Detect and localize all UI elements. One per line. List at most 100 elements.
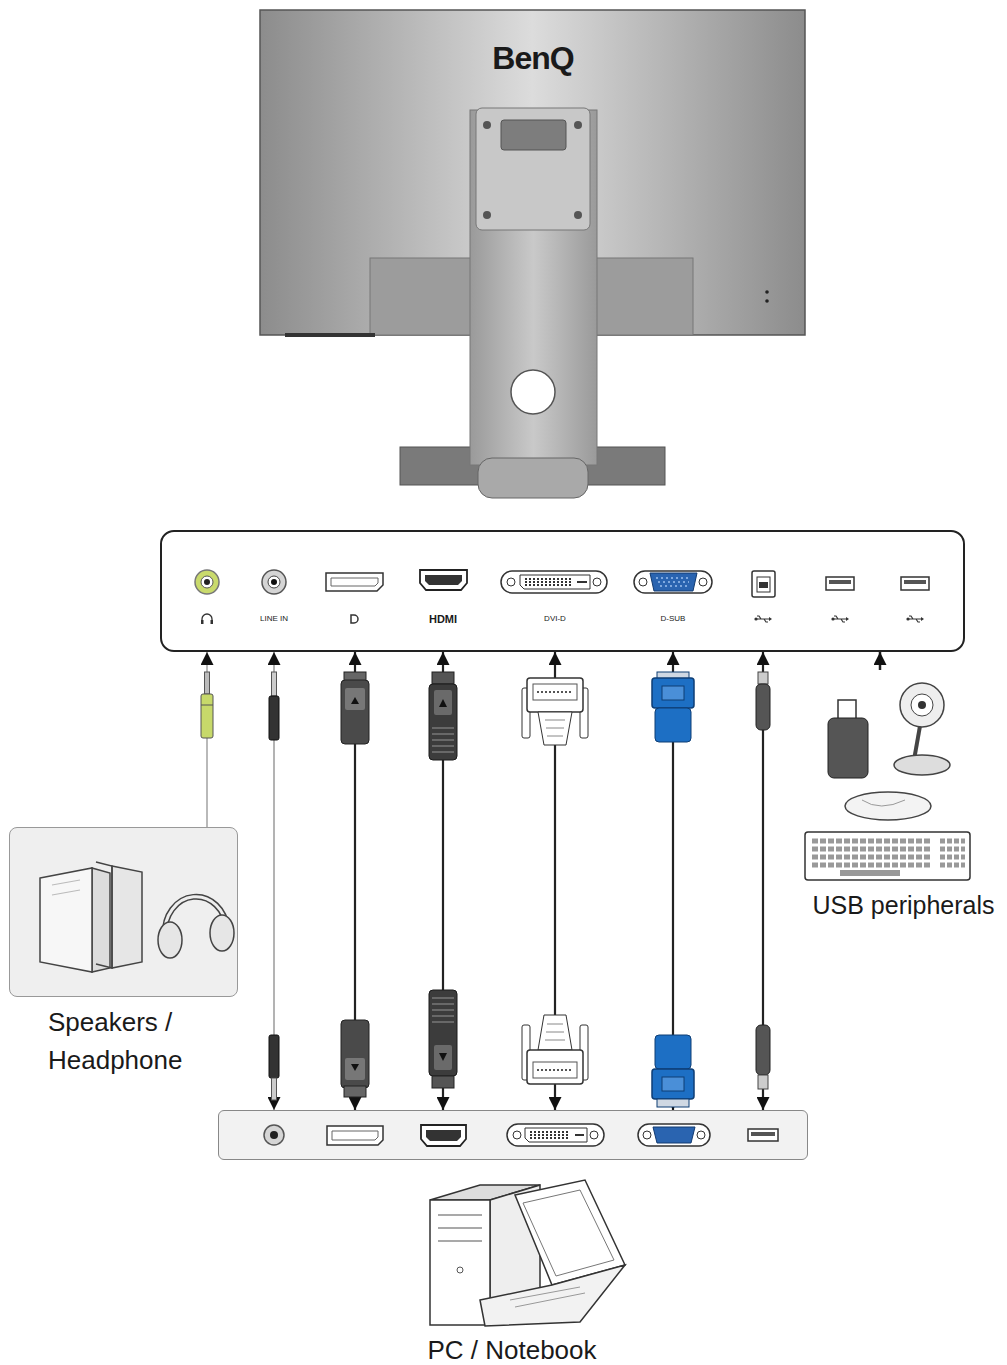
cable-connector (762, 652, 764, 1110)
pc-port (513, 1131, 521, 1139)
keyboard (812, 839, 932, 844)
pc-illustration (457, 1267, 463, 1273)
device-label: PC / Notebook (352, 1333, 672, 1365)
notebook-illustration (480, 1265, 625, 1326)
port-symbol (201, 614, 924, 624)
port-label: D-SUB (633, 612, 713, 626)
pc-port (264, 1124, 778, 1146)
keyboard (812, 847, 932, 852)
notebook-illustration (510, 1287, 585, 1307)
brand-logo: BenQ (433, 40, 633, 77)
dsub-port (660, 585, 687, 587)
device-group: USB peripherals (800, 670, 1007, 925)
hdmi-plug (432, 728, 454, 752)
dsub-plug (657, 1099, 689, 1107)
port-symbol (211, 620, 214, 624)
audio-plug (201, 705, 213, 706)
pc-port (530, 1137, 570, 1139)
port-label: HDMI (403, 612, 483, 626)
hdmi-plug (434, 690, 452, 715)
usb-stick (828, 718, 868, 778)
device-label: USB peripherals (800, 890, 1007, 920)
audio-plug (201, 694, 213, 738)
dvi-plug (522, 1025, 530, 1080)
line-in-jack (262, 570, 286, 594)
audio-plug (201, 672, 213, 738)
dsub-port (658, 581, 689, 583)
monitor-stand (483, 211, 491, 219)
monitor-stand (483, 121, 491, 129)
cable-connector (554, 652, 556, 1110)
dsub-plug (662, 686, 684, 700)
usb-a-port (904, 580, 926, 584)
dvi-plug (580, 1025, 588, 1080)
monitor-stand (470, 110, 597, 465)
mouse (862, 800, 905, 806)
dsub-plug (655, 708, 691, 742)
hdmi-port (420, 570, 467, 590)
dvi-plug (538, 1015, 572, 1050)
line-in-jack (262, 570, 286, 594)
cable-connector (206, 652, 208, 827)
usb-b-port (757, 577, 770, 592)
monitor-back (765, 299, 769, 303)
pc-port (525, 1128, 587, 1142)
speaker-illustration (112, 866, 142, 968)
pc-port (697, 1131, 705, 1139)
dsub-plug (652, 678, 694, 708)
displayport-plug (341, 672, 369, 1097)
dvi-plug (533, 684, 577, 700)
dvi-port (525, 581, 572, 583)
device-label: Speakers / Headphone (48, 1003, 218, 1079)
pc-port (426, 1130, 461, 1141)
port-symbol (906, 616, 924, 622)
dvi-port (507, 578, 515, 586)
webcam (914, 726, 920, 760)
dvi-port (501, 571, 607, 593)
dvi-plug (527, 678, 583, 712)
usb-a-port (826, 577, 929, 590)
port-symbol (754, 616, 772, 622)
audio-plug (269, 696, 279, 740)
keyboard (812, 855, 932, 860)
pc-illustration (430, 1200, 490, 1325)
audio-plug (272, 1078, 277, 1100)
keyboard (812, 863, 932, 868)
headphone-illustration (158, 922, 182, 958)
usb-plug (756, 684, 770, 730)
mouse (845, 792, 931, 820)
headphone-jack (204, 579, 210, 585)
mouse (845, 792, 931, 820)
displayport-plug (341, 1020, 369, 1088)
hdmi-plug (429, 684, 457, 760)
headphone-jack (195, 570, 219, 594)
dsub-port (639, 578, 647, 586)
webcam (918, 701, 926, 709)
hdmi-port (425, 575, 462, 585)
monitor-back (260, 10, 805, 335)
audio-plug (205, 672, 210, 694)
pc-port (264, 1125, 284, 1145)
pc-port (327, 1126, 383, 1145)
usb-b-port (752, 571, 775, 597)
notebook-illustration (523, 1190, 614, 1276)
dvi-port (525, 584, 572, 586)
dvi-plug (580, 688, 588, 738)
dvi-plug (545, 1024, 565, 1040)
displayport-port (331, 578, 378, 586)
hdmi-plug (432, 1076, 454, 1088)
audio-plug (269, 672, 279, 1100)
usb-plug (756, 1025, 770, 1075)
dsub-port (634, 571, 712, 593)
keyboard (940, 863, 965, 868)
usb-a-port (901, 577, 929, 590)
port-panel: LINE INHDMIDVI-DD-SUB (160, 530, 965, 652)
keyboard (940, 847, 965, 852)
dsub-port (634, 571, 712, 593)
dvi-plug (537, 691, 573, 693)
dsub-plug (662, 1077, 684, 1091)
headphone-jack (201, 576, 213, 588)
usb-stick (838, 700, 856, 720)
displayport-plug (344, 672, 366, 682)
